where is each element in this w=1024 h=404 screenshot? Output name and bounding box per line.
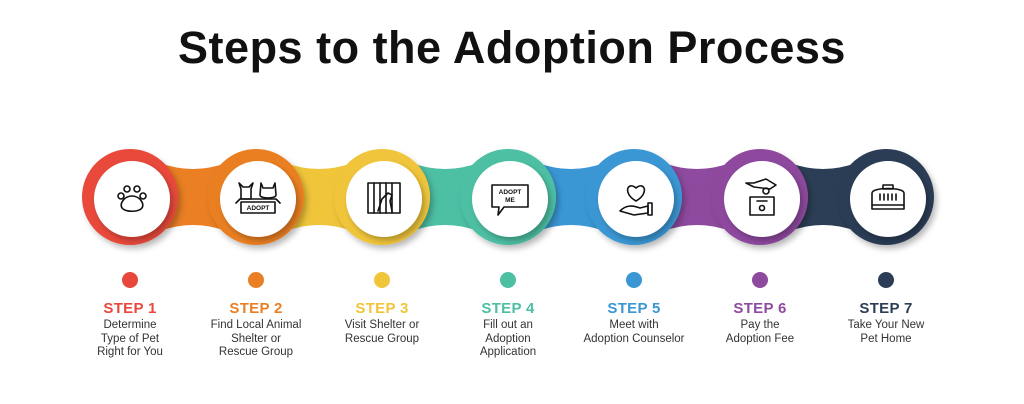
connector-band [412, 163, 478, 231]
step-description: Meet with Adoption Counselor [583, 319, 685, 345]
step-description: Fill out an Adoption Application [479, 319, 537, 358]
step-3: STEP 3 Visit Shelter or Rescue Group [307, 300, 457, 346]
step-dot [752, 272, 768, 288]
step-circle-1 [82, 149, 178, 245]
step-circle-6 [712, 149, 808, 245]
connector-band [664, 163, 730, 231]
step-label: STEP 5 [607, 300, 661, 317]
heart-in-hand-icon [619, 185, 653, 216]
step-dot [878, 272, 894, 288]
step-dot [500, 272, 516, 288]
donation-box-icon [745, 178, 777, 216]
step-dot [626, 272, 642, 288]
paw-icon [117, 185, 147, 213]
step-description: Pay the Adoption Fee [725, 319, 795, 345]
step-label: STEP 4 [481, 300, 535, 317]
svg-text:ME: ME [505, 197, 515, 204]
step-1: STEP 1 Determine Type of Pet Right for Yo… [55, 300, 205, 360]
step-description: Find Local Animal Shelter or Rescue Grou… [210, 319, 302, 358]
step-7: STEP 7 Take Your New Pet Home [811, 300, 961, 346]
step-dot [248, 272, 264, 288]
step-label: STEP 7 [859, 300, 913, 317]
page-title: Steps to the Adoption Process [178, 22, 846, 73]
step-label: STEP 6 [733, 300, 787, 317]
caged-dog-icon [367, 182, 401, 214]
step-label: STEP 3 [355, 300, 409, 317]
pet-carrier-icon [871, 184, 905, 210]
step-description: Determine Type of Pet Right for You [97, 319, 163, 358]
step-dot [122, 272, 138, 288]
connector-band [286, 163, 352, 231]
svg-text:ADOPT: ADOPT [247, 205, 270, 212]
step-4: STEP 4 Fill out an Adoption Application [433, 300, 583, 360]
step-2: STEP 2 Find Local Animal Shelter or Rescu… [181, 300, 331, 360]
step-circle-5 [586, 149, 682, 245]
step-circle-3 [334, 149, 430, 245]
dog-cat-adopt-box-icon: ADOPT [235, 182, 281, 214]
connector-band [790, 163, 856, 231]
step-5: STEP 5 Meet with Adoption Counselor [559, 300, 709, 346]
step-label: STEP 1 [103, 300, 157, 317]
connector-band [160, 163, 226, 231]
step-description: Take Your New Pet Home [847, 319, 925, 345]
step-dot [374, 272, 390, 288]
step-circle-2: ADOPT [208, 149, 304, 245]
step-6: STEP 6 Pay the Adoption Fee [685, 300, 835, 346]
step-circle-7 [838, 149, 934, 245]
connector-band [538, 163, 604, 231]
step-description: Visit Shelter or Rescue Group [344, 319, 420, 345]
svg-text:ADOPT: ADOPT [499, 189, 522, 196]
step-label: STEP 2 [229, 300, 283, 317]
